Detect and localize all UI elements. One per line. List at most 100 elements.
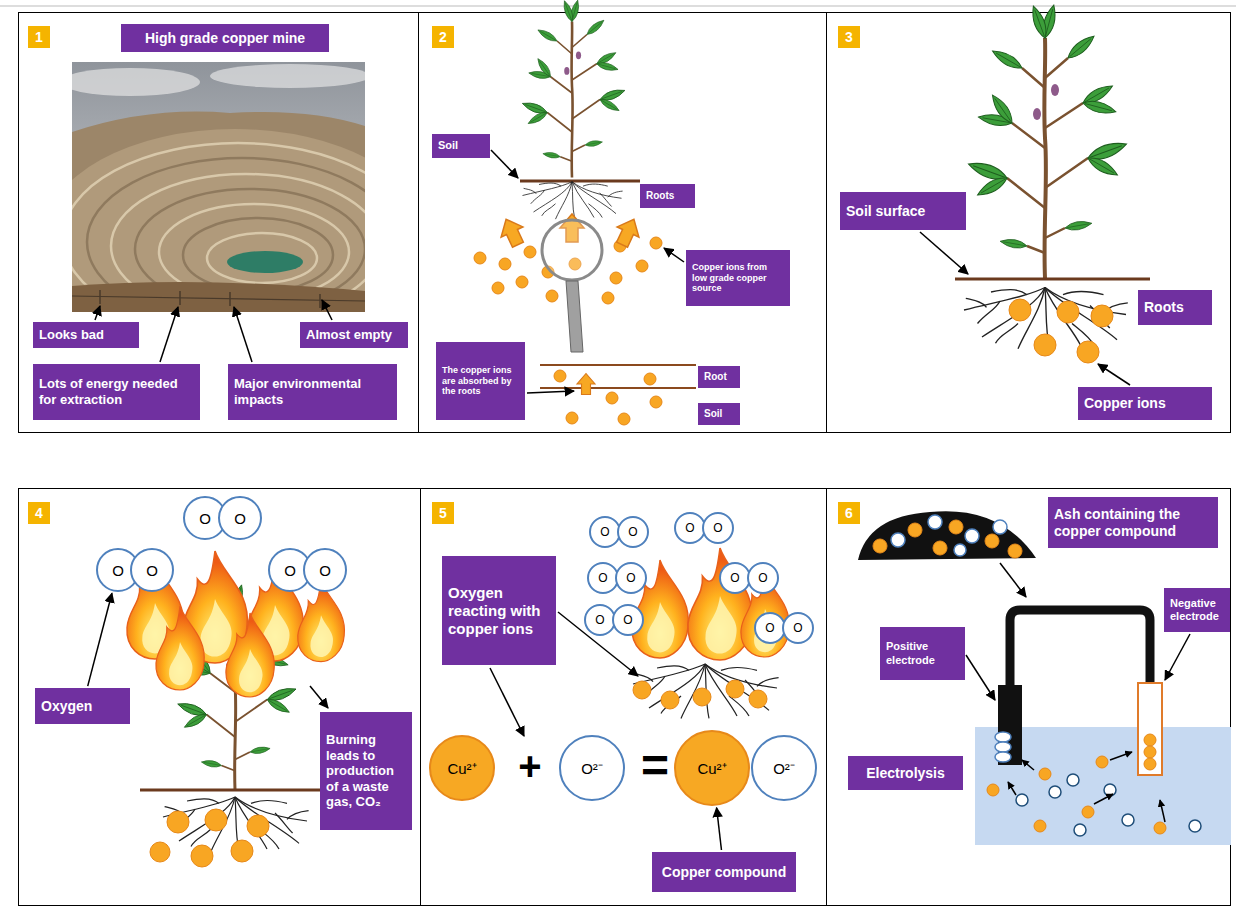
label-box: Soil surface <box>840 192 966 230</box>
magnified-root <box>540 364 696 366</box>
label-box: Roots <box>1138 290 1212 325</box>
flames <box>632 548 789 660</box>
node-text: Negative electrode <box>1170 597 1224 623</box>
ash-pile <box>1008 544 1022 558</box>
label-box: Almost empty <box>300 322 408 348</box>
solution-ions <box>987 756 1201 836</box>
leader-line <box>490 668 524 736</box>
copper-ions <box>610 272 622 284</box>
node-text: O <box>595 613 604 627</box>
node-text: Cu²⁺ <box>697 758 726 778</box>
oxygen-atom: O <box>719 562 751 594</box>
node-text: Soil surface <box>846 203 960 220</box>
deposited-ions <box>1144 734 1156 746</box>
node-text: Cu²⁺ <box>447 758 476 778</box>
node-text: 5 <box>439 505 447 521</box>
magnified-root <box>540 365 696 425</box>
panel-number: 3 <box>838 26 860 48</box>
deposited-ions <box>995 742 1011 752</box>
copper-ions <box>1057 301 1079 323</box>
ion-arrow <box>1008 752 1165 822</box>
node-text: Copper compound <box>658 864 790 881</box>
copper-ions <box>516 276 528 288</box>
flames <box>156 606 204 690</box>
node-text: O <box>758 571 767 585</box>
ash-pile <box>928 515 942 529</box>
copper-ions <box>150 842 170 862</box>
mine-photo <box>210 64 365 88</box>
leader-line <box>920 232 968 274</box>
panel-frame <box>826 12 827 432</box>
ion-arrow <box>1160 800 1165 822</box>
copper-ions <box>1009 299 1113 363</box>
node-text: Electrolysis <box>854 765 957 782</box>
label-box: The copper ions are absorbed by the root… <box>436 342 525 420</box>
oxygen-atom-outline <box>585 605 615 635</box>
copper-ions <box>231 840 253 862</box>
plant <box>521 0 626 178</box>
ash-pile <box>858 511 1036 560</box>
label-box: High grade copper mine <box>121 24 329 52</box>
solution-ions <box>1039 768 1051 780</box>
panel-number: 1 <box>28 26 50 48</box>
mine-photo <box>72 68 200 96</box>
soil-line <box>520 180 640 183</box>
oxygen-atom: O <box>612 604 644 636</box>
label-box: Roots <box>640 184 695 208</box>
copper-ions <box>492 282 504 294</box>
magnifier <box>566 281 583 352</box>
panel-number: 5 <box>432 502 454 524</box>
copper-ions <box>602 292 614 304</box>
label-box: Copper ions from low grade copper source <box>686 250 790 306</box>
node-text: Roots <box>646 190 689 202</box>
leader-line <box>966 655 995 700</box>
magnified-root <box>554 370 566 382</box>
node-text: O <box>284 562 296 579</box>
node-text: O <box>765 621 774 635</box>
node-text: O <box>793 621 802 635</box>
copper-ion-outline <box>675 731 749 805</box>
copper-ions <box>247 815 269 837</box>
mine-photo <box>100 290 320 308</box>
ash-pile <box>908 523 922 537</box>
mine-photo <box>183 218 333 292</box>
label-box: Oxygen <box>35 688 130 724</box>
mine-photo <box>72 282 365 312</box>
solution-ions <box>1082 806 1094 818</box>
label-box: Looks bad <box>33 322 139 348</box>
leader-line <box>558 612 638 676</box>
node-text: O <box>199 510 211 527</box>
ash-pile <box>891 533 905 547</box>
ash-pile <box>954 544 966 556</box>
deposited-ions <box>1144 734 1156 770</box>
panel-frame <box>19 489 1231 906</box>
node-text: Copper ions <box>1084 395 1206 412</box>
panel-frame <box>19 12 1231 906</box>
oxygen-atom: O <box>587 562 619 594</box>
oxygen-atom: O <box>303 548 347 592</box>
label-box: Soil <box>432 134 490 158</box>
ash-pile <box>985 534 999 548</box>
magnified-root <box>554 370 662 425</box>
oxygen-atom: O <box>674 512 706 544</box>
page-rule <box>0 6 1236 7</box>
oxygen-atom-outline <box>616 563 646 593</box>
oxygen-atom-outline <box>755 613 785 643</box>
label-box: Electrolysis <box>848 756 963 790</box>
node-text: Soil <box>704 408 734 420</box>
oxygen-atom: O <box>589 516 621 548</box>
leader-line <box>310 686 328 708</box>
node-text: Oxygen <box>41 698 124 715</box>
uptake-arrow <box>495 214 529 250</box>
label-box: Positive electrode <box>880 627 965 680</box>
node-text: 4 <box>35 505 43 521</box>
copper-ions <box>499 258 511 270</box>
oxygen-atom: O <box>747 562 779 594</box>
ash-pile <box>891 515 1007 556</box>
ash-pile <box>873 539 887 553</box>
ash-pile <box>965 529 979 543</box>
flames <box>226 613 274 697</box>
oxygen-atom-outline <box>590 517 620 547</box>
roots <box>633 664 779 718</box>
